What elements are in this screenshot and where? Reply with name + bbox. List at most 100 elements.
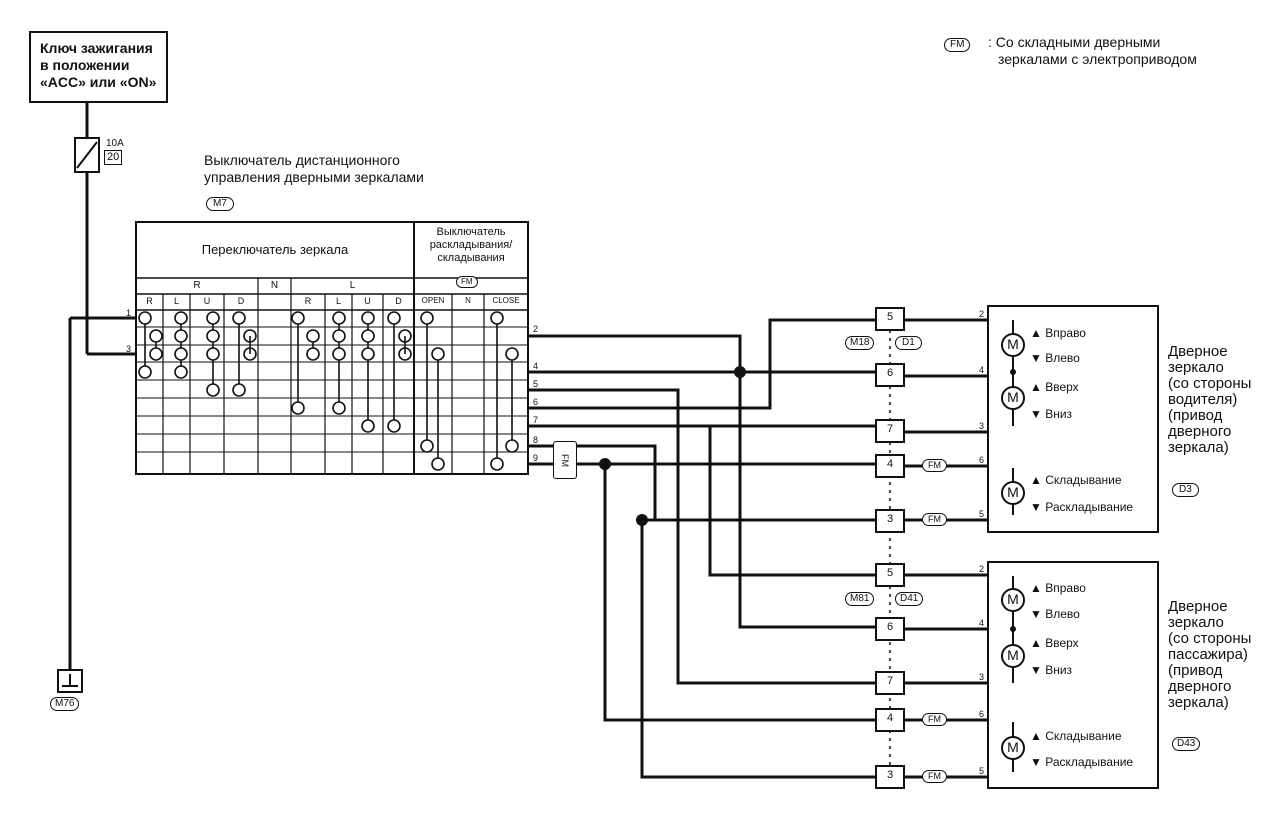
right-pin-4: 4 [533, 361, 539, 371]
ignition-box [29, 31, 168, 103]
legend-line-2: зеркалами с электроприводом [998, 51, 1197, 67]
upper-pin-7: 7 [886, 423, 894, 435]
driver-desc-1: Дверное [1168, 343, 1228, 360]
remote-switch-title-2: управления дверными зеркалами [204, 169, 424, 185]
switch-table [135, 221, 529, 475]
passenger-mirror-desc: Дверное зеркало (со стороны пассажира) (… [1168, 599, 1251, 711]
passenger-label-unfold-text: Раскладывание [1045, 755, 1134, 769]
ignition-line-2: в положении [40, 57, 130, 73]
connector-m81: M81 [845, 592, 875, 606]
driver-desc-5: (привод [1168, 407, 1223, 424]
passenger-pin-5: 5 [979, 766, 985, 776]
passenger-desc-2: зеркало [1168, 614, 1224, 631]
col-d1: D [237, 296, 245, 306]
lower-pin-4: 4 [886, 712, 894, 724]
driver-label-up-text: Вверх [1045, 380, 1079, 394]
passenger-motor-1-label: M [1007, 591, 1019, 607]
col-open: OPEN [421, 296, 445, 305]
fuse-rating: 10A [106, 138, 124, 149]
remote-switch-connector: M7 [206, 197, 234, 211]
lower-pin-6: 6 [886, 621, 894, 633]
right-pin-5: 5 [533, 379, 539, 389]
driver-mirror-connector: D3 [1172, 483, 1199, 497]
right-pin-8: 8 [533, 435, 539, 445]
driver-label-right: ▲ Вправо [1030, 326, 1086, 340]
upper-pin-3: 3 [886, 513, 894, 525]
driver-motor-2-label: M [1007, 389, 1019, 405]
driver-label-unfold-text: Раскладывание [1045, 500, 1134, 514]
col-l1: L [173, 296, 179, 306]
passenger-desc-4: пассажира) [1168, 646, 1248, 663]
legend-text: : Со складными дверными зеркалами с элек… [988, 34, 1197, 68]
col-u1: U [203, 296, 211, 306]
right-pin-2: 2 [533, 324, 539, 334]
col-r1: R [146, 296, 153, 306]
driver-desc-6: дверного [1168, 423, 1232, 440]
driver-desc-3: (со стороны [1168, 375, 1252, 392]
driver-desc-7: зеркала) [1168, 439, 1229, 456]
group-n-label: N [270, 280, 279, 291]
passenger-pin-4: 4 [979, 618, 985, 628]
passenger-desc-6: дверного [1168, 678, 1232, 695]
fold-switch-title-1: Выключатель [436, 226, 506, 238]
passenger-pin-2: 2 [979, 564, 985, 574]
driver-pin-4: 4 [979, 365, 985, 375]
passenger-desc-1: Дверное [1168, 598, 1228, 615]
fold-switch-title: Выключатель раскладывания/ складывания [414, 226, 528, 265]
fm-badge-driver-unfold: FM [922, 513, 947, 526]
fm-tag: FM [553, 441, 577, 479]
driver-pin-3: 3 [979, 421, 985, 431]
driver-label-unfold: ▼ Раскладывание [1030, 500, 1134, 514]
fold-switch-title-2: раскладывания/ [429, 239, 513, 251]
passenger-motor-2-label: M [1007, 647, 1019, 663]
driver-motors [1001, 320, 1025, 515]
passenger-label-left-text: Влево [1045, 607, 1080, 621]
right-pin-9: 9 [533, 453, 539, 463]
driver-pin-5: 5 [979, 509, 985, 519]
driver-motor-3-label: M [1007, 484, 1019, 500]
passenger-label-right-text: Вправо [1045, 581, 1086, 595]
passenger-label-left: ▼ Влево [1030, 607, 1080, 621]
driver-pin-6: 6 [979, 455, 985, 465]
lower-pin-5: 5 [886, 567, 894, 579]
lower-connector-boxes [875, 563, 905, 789]
passenger-motor-3-label: M [1007, 739, 1019, 755]
driver-label-down: ▼ Вниз [1030, 407, 1073, 421]
passenger-label-right: ▲ Вправо [1030, 581, 1086, 595]
col-l2: L [335, 296, 341, 306]
driver-label-up: ▲ Вверх [1030, 380, 1079, 394]
driver-label-down-text: Вниз [1045, 407, 1073, 421]
upper-pin-5: 5 [886, 311, 894, 323]
col-r2: R [304, 296, 312, 306]
ground-symbol [57, 669, 83, 693]
upper-pin-4: 4 [886, 458, 894, 470]
connector-m18: M18 [845, 336, 875, 350]
fm-badge-pass-unfold: FM [922, 770, 947, 783]
fuse-symbol [74, 137, 100, 173]
driver-mirror-desc: Дверное зеркало (со стороны водителя) (п… [1168, 344, 1251, 456]
lower-pin-7: 7 [886, 675, 894, 687]
passenger-label-fold: ▲ Складывание [1030, 729, 1122, 743]
wires [528, 318, 988, 779]
driver-desc-4: водителя) [1168, 391, 1238, 408]
passenger-pin-3: 3 [979, 672, 985, 682]
right-pin-6: 6 [533, 397, 539, 407]
upper-pin-6: 6 [886, 367, 894, 379]
passenger-mirror-box [987, 561, 1159, 789]
connector-d41: D41 [895, 592, 924, 606]
passenger-label-down: ▼ Вниз [1030, 663, 1073, 677]
group-l-label: L [349, 280, 356, 291]
legend-fm-badge: FM [944, 38, 971, 52]
passenger-desc-7: зеркала) [1168, 694, 1229, 711]
upper-connector-boxes [875, 307, 905, 533]
remote-switch-title-1: Выключатель дистанционного [204, 152, 400, 168]
fm-badge-pass-fold: FM [922, 713, 947, 726]
ignition-label: Ключ зажигания в положении «ACC» или «ON… [40, 40, 156, 91]
remote-switch-title: Выключатель дистанционного управления дв… [204, 152, 424, 186]
right-pin-7: 7 [533, 415, 539, 425]
fuse-number: 20 [104, 150, 123, 165]
passenger-mirror-connector: D43 [1172, 737, 1201, 751]
driver-motor-1-label: M [1007, 336, 1019, 352]
passenger-label-up-text: Вверх [1045, 636, 1079, 650]
passenger-pin-6: 6 [979, 709, 985, 719]
